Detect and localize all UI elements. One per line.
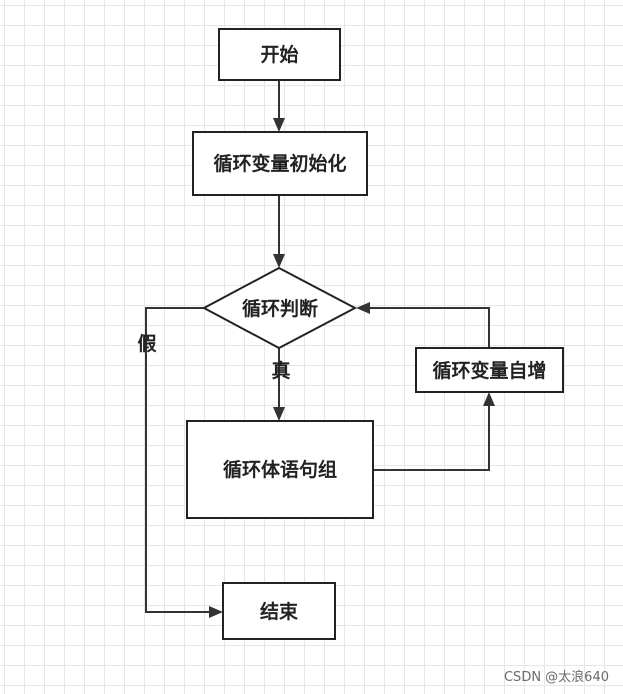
arrowhead-end [209, 606, 223, 618]
edge-label-true: 真 [271, 359, 290, 382]
node-init-label: 循环变量初始化 [213, 152, 346, 175]
node-condition: 循环判断 [201, 266, 358, 350]
node-start-label: 开始 [260, 43, 298, 66]
arrowhead-increment [483, 392, 495, 406]
node-start: 开始 [218, 28, 341, 81]
node-end: 结束 [222, 582, 336, 640]
node-init: 循环变量初始化 [192, 131, 368, 196]
arrowhead-condition [273, 254, 285, 268]
watermark: CSDN @太浪640 [503, 670, 609, 685]
node-body: 循环体语句组 [186, 420, 374, 519]
node-end-label: 结束 [260, 600, 299, 623]
arrowhead-init [273, 118, 285, 132]
node-condition-label: 循环判断 [242, 297, 318, 320]
node-increment-label: 循环变量自增 [432, 359, 546, 382]
edge-condition-to-end [145, 307, 213, 613]
edge-body-to-increment [373, 402, 490, 471]
node-body-label: 循环体语句组 [223, 458, 337, 481]
edge-increment-to-condition [366, 307, 490, 348]
arrowhead-body [273, 407, 285, 421]
node-increment: 循环变量自增 [415, 347, 564, 393]
arrowhead-condition-return [356, 302, 370, 314]
edge-label-false: 假 [137, 332, 156, 355]
